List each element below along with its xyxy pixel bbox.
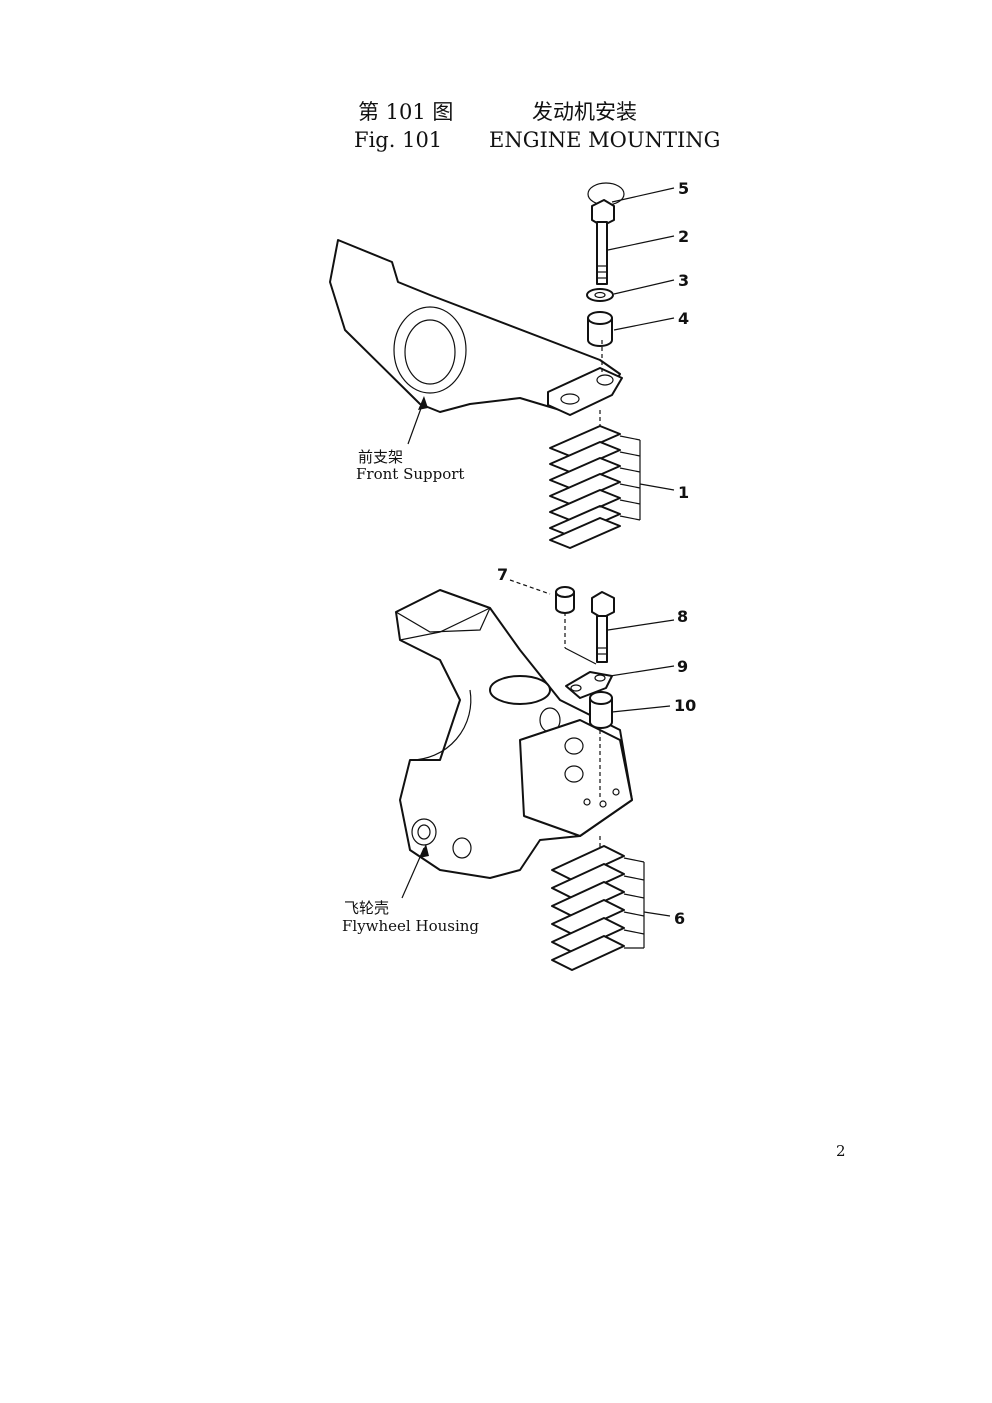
figure-number-en: Fig. 101 <box>354 128 443 152</box>
callout-10: 10 <box>674 696 696 715</box>
plate-9 <box>565 671 613 699</box>
front-support-label-en: Front Support <box>356 465 464 483</box>
callout-4: 4 <box>678 309 689 328</box>
front-support-bracket <box>329 239 623 416</box>
flywheel-housing-label-en: Flywheel Housing <box>342 917 479 935</box>
page-number: 2 <box>836 1142 846 1160</box>
callout-8: 8 <box>677 607 688 626</box>
callout-7: 7 <box>497 565 508 584</box>
front-support-label-zh: 前支架 <box>358 448 403 466</box>
bolt-8 <box>591 591 615 663</box>
spacer-10 <box>589 691 613 729</box>
bushing-7 <box>555 586 575 614</box>
engine-mounting-diagram: 5 2 3 4 1 前支架 Front Support <box>329 179 696 971</box>
callout-9: 9 <box>677 657 688 676</box>
washer-3 <box>586 288 614 302</box>
callout-3: 3 <box>678 271 689 290</box>
callout-6: 6 <box>674 909 685 928</box>
spacer-4 <box>587 311 613 347</box>
callout-2: 2 <box>678 227 689 246</box>
shim-stack-1 <box>549 425 641 549</box>
shim-stack-6 <box>551 845 645 971</box>
figure-title-en: ENGINE MOUNTING <box>489 128 721 152</box>
bolt-2 <box>587 182 625 285</box>
flywheel-housing-label-zh: 飞轮壳 <box>344 899 389 917</box>
figure-title-zh: 发动机安装 <box>532 100 637 124</box>
callout-5: 5 <box>678 179 689 198</box>
figure-number-zh: 第 101 图 <box>358 100 454 124</box>
flywheel-housing <box>394 589 633 879</box>
callout-1: 1 <box>678 483 689 502</box>
